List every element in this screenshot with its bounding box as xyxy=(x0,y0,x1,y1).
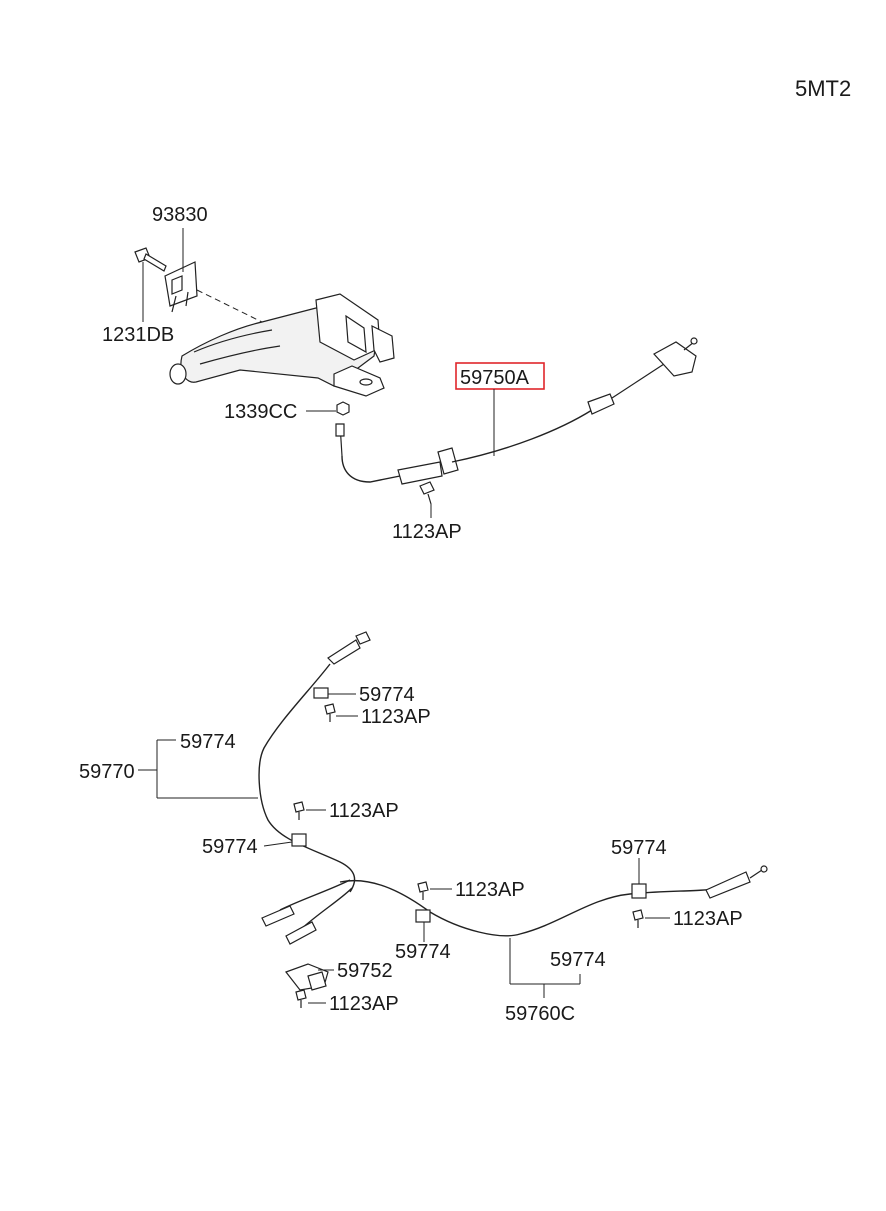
leader-59774-c xyxy=(263,841,293,847)
bolt-1123AP-b-part xyxy=(293,801,305,820)
label-1123AP-e: 1123AP xyxy=(329,993,399,1015)
bolt-1123AP-c-part xyxy=(417,881,429,900)
label-93830: 93830 xyxy=(152,204,208,226)
label-1339CC: 1339CC xyxy=(224,401,297,423)
label-59774-e: 59774 xyxy=(395,941,451,963)
label-1231DB: 1231DB xyxy=(102,324,174,346)
label-59774-c: 59774 xyxy=(202,836,258,858)
diagram-code: 5MT2 xyxy=(795,76,851,101)
nut-1339CC-part xyxy=(336,401,350,416)
parking-brake-lever-part xyxy=(169,293,395,397)
bolt-1123AP-e-part xyxy=(295,989,307,1008)
clip-59774-upper xyxy=(313,687,329,699)
clip-59774-mid xyxy=(415,909,431,923)
label-59770: 59770 xyxy=(79,761,135,783)
label-1123AP-b: 1123AP xyxy=(329,800,399,822)
clip-59774-right xyxy=(631,883,647,899)
front-cable-59750A-part xyxy=(335,337,698,485)
clip-59774-left xyxy=(291,833,307,847)
label-59774-a: 59774 xyxy=(359,684,415,706)
assembly-line xyxy=(196,289,263,323)
bolt-1231DB-part xyxy=(134,247,167,272)
label-1123AP-c: 1123AP xyxy=(455,879,525,901)
label-59750A[interactable]: 59750A xyxy=(460,367,530,389)
bolt-1123AP-a-part xyxy=(324,703,336,722)
bracket-59752-part xyxy=(285,963,329,991)
bracket-93830-part xyxy=(164,261,198,313)
label-1123AP-a: 1123AP xyxy=(361,706,431,728)
label-59774-f: 59774 xyxy=(550,949,606,971)
bolt-1123AP-d-part xyxy=(632,909,644,928)
highlight-box-59750A xyxy=(455,362,545,390)
label-1123AP-top: 1123AP xyxy=(392,521,462,543)
label-59774-d: 59774 xyxy=(611,837,667,859)
label-1123AP-d: 1123AP xyxy=(673,908,743,930)
label-59774-b: 59774 xyxy=(180,731,236,753)
rear-cable-assembly-59770-part xyxy=(258,631,768,945)
label-59752: 59752 xyxy=(337,960,393,982)
bolt-1123AP-top-part xyxy=(419,481,435,505)
label-59760C: 59760C xyxy=(505,1003,575,1025)
bracket-leader-59770 xyxy=(138,739,258,799)
bracket-leader-59760C xyxy=(509,938,581,998)
